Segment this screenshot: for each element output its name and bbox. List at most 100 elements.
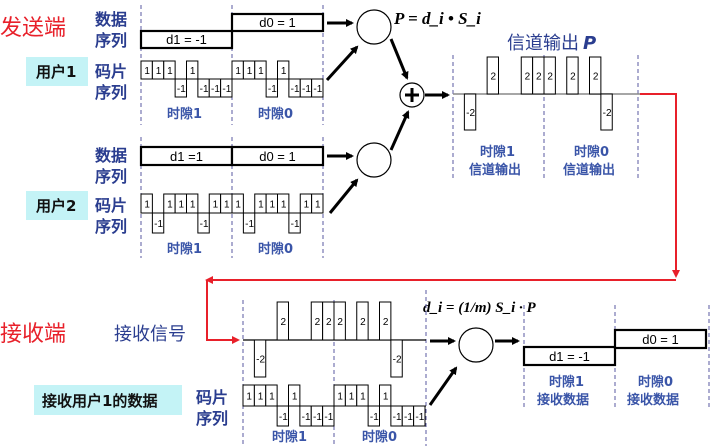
ch-chip-label-0-4: 2 [593,72,599,83]
rx-chip-label-1-3: 2 [281,317,287,328]
u1-data-bar-label-0: d1 = -1 [166,32,207,47]
ch-chip-0-5 [600,93,613,131]
channel-slot0-label: 时隙0 [574,144,609,160]
rx-chip-0-5 [390,339,403,378]
out-slot1-sub: 接收数据 [537,392,589,408]
data-seq-label-u1-line1: 数据 [95,10,127,29]
recv-user1-badge [34,385,182,415]
u2-chip-label-1-2: 1 [167,200,173,211]
rx-slot1-label: 时隙1 [272,429,307,445]
receiver-title: 接收端 [0,322,66,347]
out-slot0-label: 时隙0 [638,374,673,390]
red-path-into-receiver [206,280,240,344]
u1-data-bar-1 [230,12,325,33]
u1-chip-label-1-4: 1 [190,66,196,77]
u2-chip-label-0-1: -1 [245,219,254,230]
data-seq-label-u2-line2: 序列 [95,167,127,186]
ch-chip-label-0-0: 2 [547,72,553,83]
u2-slot0-label: 时隙0 [258,241,293,257]
out-data-bar-1 [613,328,708,350]
out-data-bar-0 [522,345,617,367]
rx-chip-0-4 [379,301,392,341]
out-slot0-sub: 接收数据 [627,392,679,408]
rx-chip-label-0-0: 2 [337,317,343,328]
u2-chip-label-0-6: 1 [304,200,310,211]
ch-chip-label-1-3: 2 [491,72,497,83]
recv-user1-label: 接收用户1的数据 [42,392,157,410]
rxcode-chip-label-1-7: -1 [324,412,333,423]
u2-chip-label-1-0: 1 [144,200,150,211]
multiplier-u2 [356,142,392,178]
ch-chip-0-2 [566,56,579,95]
ch-chip-0-4 [589,56,602,95]
ch-chip-1-3 [486,56,499,95]
out-data-bar-label-1: d0 = 1 [642,332,679,347]
u1-chip-label-0-5: -1 [291,84,300,95]
rxcode-chip-label-0-2: 1 [360,392,366,403]
rx-chip-label-1-1: -2 [256,355,265,366]
rxcode-chip-label-1-0: 1 [246,392,252,403]
arrow-u1-chips-to-mult [325,45,359,82]
u2-chip-label-0-2: 1 [258,200,264,211]
u1-chip-label-0-2: 1 [258,66,264,77]
ch-chip-label-1-6: 2 [525,72,531,83]
u1-slot0-label: 时隙0 [258,106,293,122]
decode-formula: d_i = (1/m) S_i · P [423,300,537,316]
u1-chip-label-0-6: -1 [302,84,311,95]
rx-chip-label-0-2: 2 [360,317,366,328]
rxcode-chip-label-0-3: -1 [370,412,379,423]
plus-icon [405,88,419,102]
channel-slot1-sub: 信道输出 [469,162,521,178]
out-slot1-label: 时隙1 [549,374,584,390]
u2-chip-label-0-7: 1 [315,200,321,211]
rxcode-chip-label-1-3: -1 [279,412,288,423]
arrow-chips-to-correlator [428,366,458,406]
chip-seq-label-u1-line1: 码片 [95,62,127,81]
channel-title-symbol: P [583,33,596,54]
user1-label: 用户1 [36,63,76,81]
rxcode-chip-label-1-6: -1 [313,412,322,423]
u2-chip-label-1-4: 1 [190,200,196,211]
rx-chip-label-1-6: 2 [315,317,321,328]
data-seq-label-u1-line2: 序列 [95,31,127,50]
rx-chip-0-0 [333,301,346,341]
u2-chip-label-1-1: -1 [154,219,163,230]
rx-chip-1-1 [253,339,267,378]
u1-chip-label-1-2: 1 [167,66,173,77]
u1-chip-label-0-1: 1 [247,66,253,77]
red-path-down [640,93,680,278]
u1-chip-label-1-1: 1 [156,66,162,77]
rxcode-chip-label-1-1: 1 [258,392,264,403]
u2-chip-label-1-5: -1 [200,219,209,230]
received-signal-label: 接收信号 [114,324,186,345]
u2-data-bar-label-0: d1 =1 [170,149,203,164]
u1-slot1-label: 时隙1 [167,106,202,122]
multiplier-u1 [356,9,392,45]
u2-chip-label-1-6: 1 [213,200,219,211]
out-data-bar-label-0: d1 = -1 [549,349,590,364]
rx-chip-label-1-7: 2 [326,317,332,328]
u1-chip-label-0-7: -1 [313,84,322,95]
ch-chip-0-0 [543,56,556,95]
rx-chip-1-3 [276,301,289,341]
channel-title: 信道输出 [507,33,579,54]
u1-chip-label-0-3: -1 [268,84,277,95]
u2-data-bar-label-1: d0 = 1 [259,149,296,164]
u1-data-bar-label-1: d0 = 1 [259,15,296,30]
encode-formula: P = d_i • S_i [393,9,481,28]
rxcode-chip-label-1-2: 1 [269,392,275,403]
u2-slot1-label: 时隙1 [167,241,202,257]
ch-chip-label-1-1: -2 [466,108,475,119]
rxcode-chip-label-0-1: 1 [349,392,355,403]
u1-chip-label-1-3: -1 [177,84,186,95]
chip-seq-label-u1-line2: 序列 [95,83,127,102]
channel-slot0-sub: 信道输出 [563,162,615,178]
ch-chip-label-1-7: 2 [536,72,542,83]
sender-title: 发送端 [0,16,66,41]
user2-badge [26,191,88,220]
u2-chip-label-0-5: -1 [291,219,300,230]
rx-slot0-label: 时隙0 [362,429,397,445]
rxcode-chip-label-1-5: -1 [302,412,311,423]
